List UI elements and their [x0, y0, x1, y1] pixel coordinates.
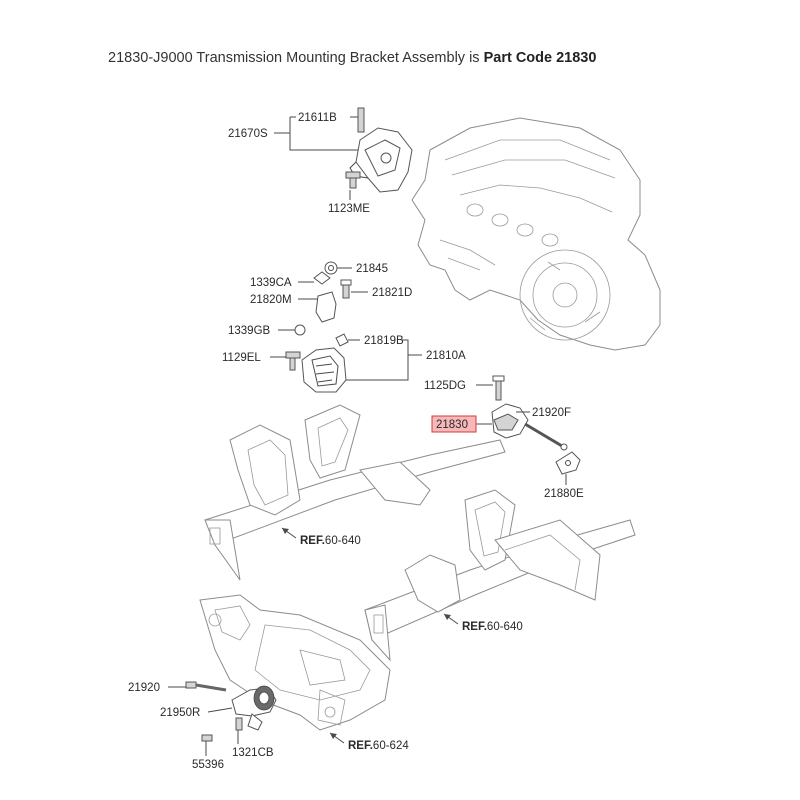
upper-frame-drawing — [204, 404, 506, 581]
bracket-21670s-drawing — [345, 107, 413, 193]
label-21950r[interactable]: 21950R — [160, 707, 200, 719]
leader-lines — [168, 116, 567, 756]
ref-lower-num: 60-640 — [487, 621, 523, 633]
label-1339ca[interactable]: 1339CA — [250, 277, 292, 289]
label-21670s[interactable]: 21670S — [228, 128, 268, 140]
label-21920f[interactable]: 21920F — [532, 407, 571, 419]
ref-label-upper-frame[interactable]: REF.60-640 — [300, 535, 361, 547]
roll-stop-21950r-drawing — [185, 681, 277, 742]
label-1129el[interactable]: 1129EL — [222, 352, 261, 364]
label-21820m[interactable]: 21820M — [250, 294, 292, 306]
lower-frame-drawing — [364, 489, 636, 662]
ref-label-subframe[interactable]: REF.60-624 — [348, 740, 409, 752]
highlight-box-21830 — [431, 415, 477, 433]
ref-upper-num: 60-640 — [325, 535, 361, 547]
ref-upper-bold: REF. — [300, 535, 325, 547]
page-heading: 21830-J9000 Transmission Mounting Bracke… — [108, 50, 768, 66]
ref-subframe-num: 60-624 — [373, 740, 409, 752]
label-21920[interactable]: 21920 — [128, 682, 160, 694]
label-21880e[interactable]: 21880E — [544, 488, 584, 500]
label-1125dg[interactable]: 1125DG — [424, 380, 466, 392]
label-21611b[interactable]: 21611B — [298, 112, 337, 124]
label-21821d[interactable]: 21821D — [372, 287, 412, 299]
label-21830[interactable]: 21830 — [436, 419, 468, 431]
label-21810a[interactable]: 21810A — [426, 350, 466, 362]
mount-21830-drawing — [491, 375, 581, 475]
mount-21810a-drawing — [285, 261, 352, 393]
heading-text: 21830-J9000 Transmission Mounting Bracke… — [108, 50, 484, 66]
ref2-arrowhead — [444, 614, 451, 620]
subframe-drawing — [199, 594, 391, 731]
label-1339gb[interactable]: 1339GB — [228, 325, 271, 337]
ref-lower-bold: REF. — [462, 621, 487, 633]
label-21845[interactable]: 21845 — [356, 263, 388, 275]
ref3-arrowhead — [330, 733, 337, 739]
label-55396[interactable]: 55396 — [192, 759, 224, 771]
ref-label-lower-frame[interactable]: REF.60-640 — [462, 621, 523, 633]
label-1321cb[interactable]: 1321CB — [232, 747, 274, 759]
label-1123me[interactable]: 1123ME — [328, 203, 370, 215]
label-21819b[interactable]: 21819B — [364, 335, 404, 347]
heading-part-code: Part Code 21830 — [483, 50, 597, 66]
engine-block-drawing — [411, 117, 661, 351]
ref-subframe-bold: REF. — [348, 740, 373, 752]
ref1-arrowhead — [282, 528, 289, 534]
